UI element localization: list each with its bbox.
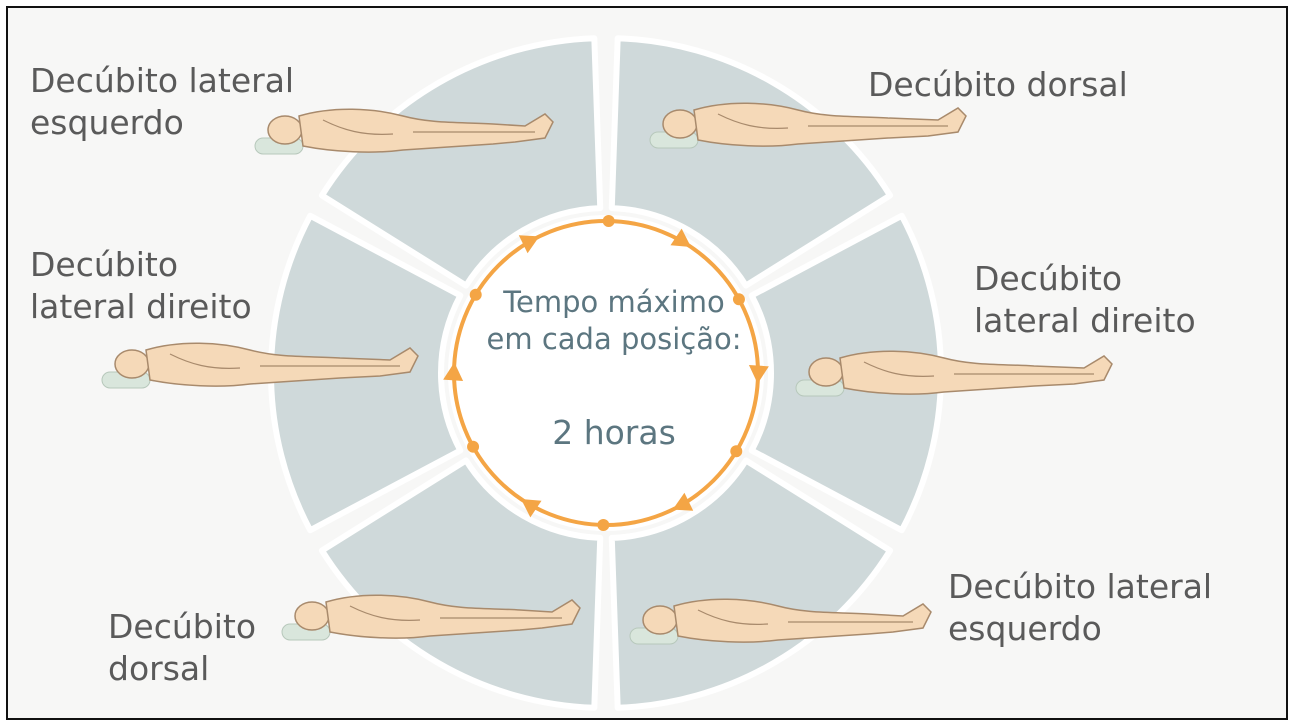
label-bottom-right: Decúbito lateral esquerdo [948, 567, 1213, 648]
sector-top-right [608, 35, 894, 289]
label-top-right: Decúbito dorsal [868, 65, 1128, 104]
center-title: Tempo máximo em cada posição: [464, 284, 764, 358]
center-title-line1: Tempo máximo [503, 285, 725, 319]
ring-arrow-icon [443, 362, 464, 382]
figure-top-left [254, 108, 554, 155]
ring-dot [597, 518, 610, 531]
label-bottom-left: Decúbito dorsal [108, 607, 257, 688]
sector-bottom-left [318, 457, 604, 711]
ring-markers [443, 215, 769, 531]
center-value: 2 horas [552, 413, 676, 452]
label-middle-left: Decúbito lateral direito [30, 245, 252, 326]
ring-arrow-icon [670, 228, 691, 247]
ring-arrow-icon [521, 499, 542, 518]
center-title-line2: em cada posição: [486, 322, 742, 356]
ring-arrow-icon [518, 235, 540, 254]
ring-dot [469, 288, 482, 301]
figure-bottom-right [629, 598, 932, 645]
label-middle-right: Decúbito lateral direito [974, 259, 1196, 340]
ring-dot [730, 445, 743, 458]
ring-dot [602, 215, 615, 228]
figure-top-right [649, 102, 967, 149]
figure-middle-left [101, 342, 419, 389]
figure-middle-right [795, 350, 1113, 397]
rotation-diagram [101, 35, 1113, 711]
ring-arrow-icon [672, 492, 694, 511]
ring-dot [732, 293, 745, 306]
label-top-left: Decúbito lateral esquerdo [30, 61, 295, 142]
diagram-frame: Decúbito lateral esquerdo Decúbito dorsa… [6, 6, 1288, 720]
ring-dot [467, 440, 480, 453]
center-disk [448, 215, 764, 531]
figure-bottom-left [281, 594, 581, 641]
ring-arrow-icon [748, 364, 769, 384]
